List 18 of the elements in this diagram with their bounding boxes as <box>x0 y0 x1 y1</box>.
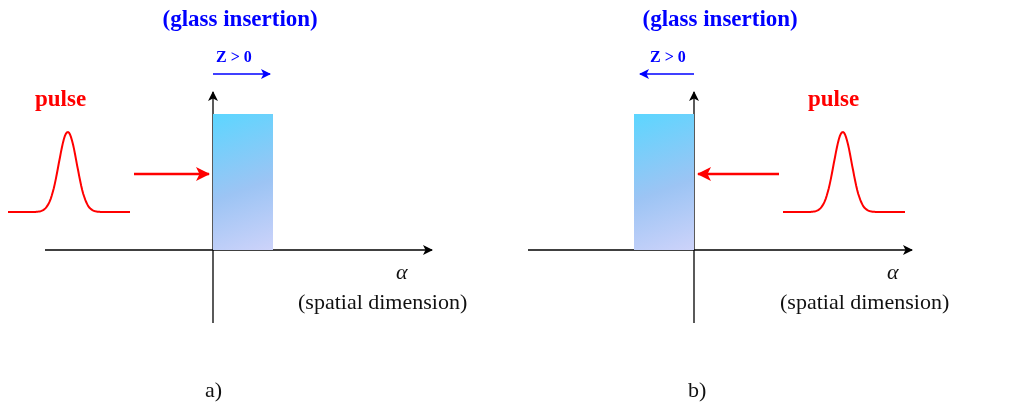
arrow <box>134 167 210 181</box>
direction-label: Z > 0 <box>216 48 252 66</box>
panel-label: b) <box>688 378 707 403</box>
arrow <box>697 167 779 181</box>
pulse-waveform <box>8 128 130 214</box>
axis-caption: (spatial dimension) <box>298 290 468 315</box>
pulse-waveform <box>783 128 905 214</box>
glass-block <box>213 114 273 250</box>
glass-block <box>634 114 694 250</box>
direction-label: Z > 0 <box>650 48 686 66</box>
heading: (glass insertion) <box>162 6 318 32</box>
axis-label: α <box>396 260 408 285</box>
panel-label: a) <box>205 378 223 403</box>
pulse-label: pulse <box>808 86 860 112</box>
heading: (glass insertion) <box>642 6 798 32</box>
axis-caption: (spatial dimension) <box>780 290 950 315</box>
pulse-label: pulse <box>35 86 87 112</box>
axis-label: α <box>887 260 899 285</box>
